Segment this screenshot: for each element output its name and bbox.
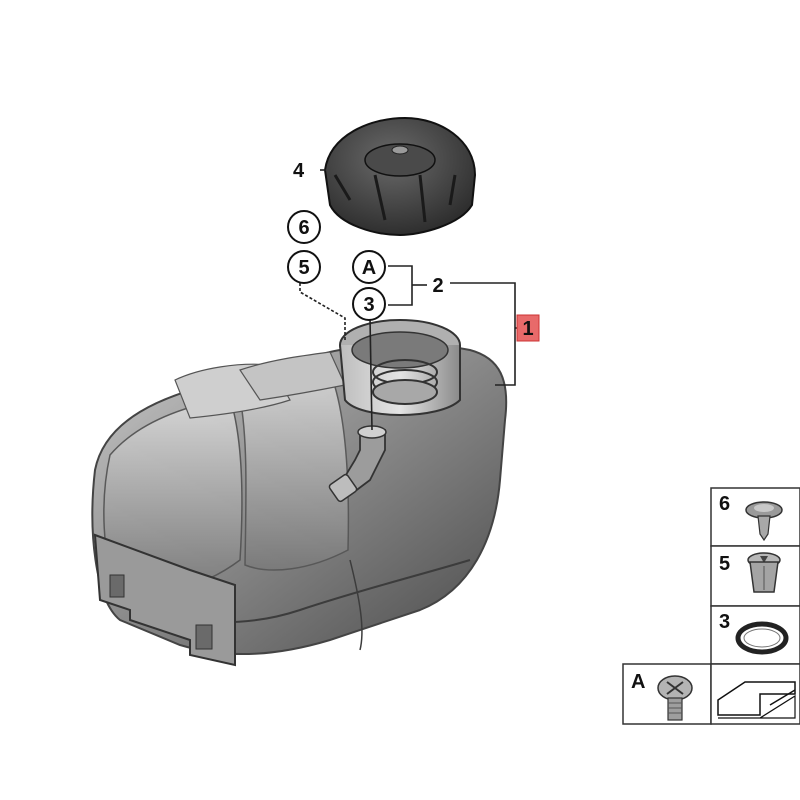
svg-text:1: 1	[522, 318, 533, 340]
svg-text:6: 6	[719, 493, 730, 515]
svg-text:4: 4	[293, 160, 305, 182]
reference-parts-grid: 6 5 3 A	[622, 487, 800, 725]
callout-3: 3	[352, 287, 386, 321]
ref-box-5: 5	[719, 552, 781, 593]
svg-text:6: 6	[298, 217, 309, 239]
svg-text:A: A	[362, 257, 376, 279]
leader-lines	[299, 169, 524, 431]
svg-text:5: 5	[719, 553, 730, 575]
svg-text:5: 5	[298, 257, 309, 279]
ref-box-3: 3	[719, 611, 789, 655]
svg-text:2: 2	[432, 275, 443, 297]
callout-2: 2	[432, 275, 443, 297]
filler-cap-illustration	[323, 116, 477, 237]
callout-6: 6	[287, 210, 321, 244]
svg-text:A: A	[631, 671, 645, 693]
callout-1: 1	[516, 314, 540, 342]
callout-4: 4	[293, 160, 305, 182]
svg-text:3: 3	[363, 294, 374, 316]
ref-box-6: 6	[719, 493, 783, 542]
callout-5: 5	[287, 250, 321, 284]
svg-text:3: 3	[719, 611, 730, 633]
expansion-tank-illustration	[91, 319, 508, 667]
ref-box-a: A	[631, 671, 693, 721]
ref-box-arrow-icon	[717, 681, 796, 719]
callout-a: A	[352, 250, 386, 284]
